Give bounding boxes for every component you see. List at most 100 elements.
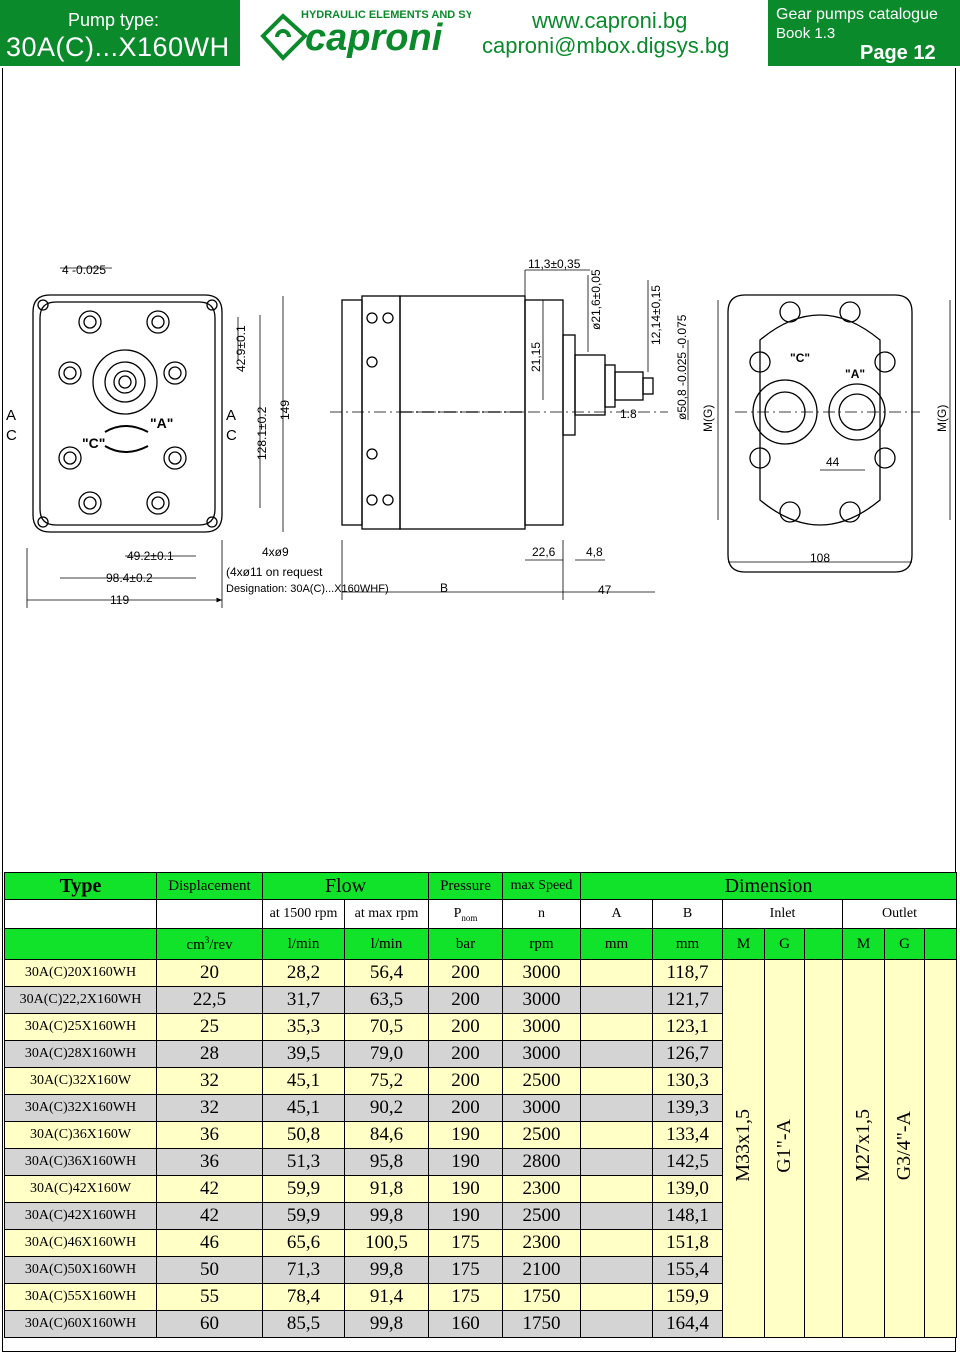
table-cell: 155,4: [652, 1256, 723, 1284]
table-cell: 91,4: [344, 1283, 429, 1311]
col-inlet: Inlet: [722, 899, 843, 929]
table-cell: 75,2: [344, 1067, 429, 1095]
table-cell: 79,0: [344, 1040, 429, 1068]
dim-mount-vertical: 128.1±0.2: [255, 406, 269, 460]
dim-flange-thickness: 22,6: [532, 545, 556, 559]
table-cell: [580, 1148, 653, 1176]
front-shaft-center: [118, 375, 132, 389]
dimension-outlet-m: M27x1,5: [842, 959, 885, 1338]
table-cell: 118,7: [652, 959, 723, 987]
table-cell: 63,5: [344, 986, 429, 1014]
col-n: n: [502, 899, 581, 929]
dimension-spacer: [804, 959, 843, 1338]
email-link[interactable]: caproni@mbox.digsys.bg: [482, 33, 730, 58]
table-cell: 133,4: [652, 1121, 723, 1149]
table-cell: [580, 1229, 653, 1257]
table-cell: 78,4: [262, 1283, 345, 1311]
page-number: Page 12: [860, 42, 936, 64]
table-cell: 30A(C)22,2X160WH: [4, 986, 157, 1014]
table-cell: 200: [428, 1094, 503, 1122]
table-cell: 60: [156, 1310, 263, 1338]
website-link[interactable]: www.caproni.bg: [532, 8, 688, 33]
unit-speed: rpm: [502, 928, 581, 960]
table-cell: 2500: [502, 1067, 581, 1095]
table-cell: 200: [428, 1013, 503, 1041]
col-max-speed: max Speed: [502, 872, 581, 900]
table-cell: 25: [156, 1013, 263, 1041]
table-cell: [580, 1094, 653, 1122]
table-cell: 190: [428, 1202, 503, 1230]
side-rear-cover: [341, 299, 363, 526]
table-cell: 91,8: [344, 1175, 429, 1203]
table-cell: 159,9: [652, 1283, 723, 1311]
table-cell: 30A(C)42X160W: [4, 1175, 157, 1203]
dim-shaft-length: 21,15: [529, 342, 543, 372]
table-cell: 148,1: [652, 1202, 723, 1230]
table-cell: 1750: [502, 1310, 581, 1338]
col-a: A: [580, 899, 653, 929]
table-cell: 175: [428, 1283, 503, 1311]
unit-b: mm: [652, 928, 723, 960]
table-cell: 30A(C)42X160WH: [4, 1202, 157, 1230]
dim-inlet-thread: M(G): [701, 405, 715, 432]
rotation-a-label: "A": [150, 415, 173, 431]
col-type: Type: [4, 872, 157, 900]
header-pump-type-box: Pump type: 30A(C)...X160WH: [0, 0, 240, 66]
unit-inlet-g: G: [764, 928, 805, 960]
table-cell: 42: [156, 1175, 263, 1203]
table-cell: 30A(C)55X160WH: [4, 1283, 157, 1311]
col-flow-max: at max rpm: [344, 899, 429, 929]
dim-port-spacing: 44: [826, 455, 840, 469]
unit-displacement: cm3/rev: [156, 928, 263, 960]
table-cell: 30A(C)36X160W: [4, 1121, 157, 1149]
table-cell: 71,3: [262, 1256, 345, 1284]
dim-taper: 1:8: [620, 407, 637, 421]
table-header-row-1: Type Displacement Flow Pressure max Spee…: [4, 872, 957, 900]
table-cell: 30A(C)36X160WH: [4, 1148, 157, 1176]
unit-outlet-g: G: [884, 928, 925, 960]
table-cell: 30A(C)50X160WH: [4, 1256, 157, 1284]
table-cell: 160: [428, 1310, 503, 1338]
mount-hole: [37, 299, 49, 311]
dim-bolt-vertical: 42.9±0.1: [234, 325, 248, 372]
caproni-logo-graphic: HYDRAULIC ELEMENTS AND SYSTEMS caproni: [260, 9, 471, 61]
dim-pilot-diameter: ø50,8 -0.025 -0.075: [675, 314, 689, 420]
table-cell: 190: [428, 1121, 503, 1149]
table-cell: 90,2: [344, 1094, 429, 1122]
table-cell: 50: [156, 1256, 263, 1284]
table-cell: 139,0: [652, 1175, 723, 1203]
table-cell: 126,7: [652, 1040, 723, 1068]
table-cell: 32: [156, 1094, 263, 1122]
table-cell: 95,8: [344, 1148, 429, 1176]
logo-inner-curve: [275, 29, 291, 38]
table-cell: 59,9: [262, 1202, 345, 1230]
specification-table: Type Displacement Flow Pressure max Spee…: [4, 872, 957, 1338]
technical-drawing: 4 -0.025 11,3±0,35 ø21,6±0,05 12,14±0,15…: [6, 257, 951, 608]
logo-name: caproni: [305, 17, 444, 59]
table-cell: 30A(C)32X160W: [4, 1067, 157, 1095]
side-view: [330, 295, 668, 530]
table-cell: 164,4: [652, 1310, 723, 1338]
table-cell: 151,8: [652, 1229, 723, 1257]
table-cell: [580, 1256, 653, 1284]
table-cell: 190: [428, 1148, 503, 1176]
pump-model: 30A(C)...X160WH: [6, 32, 230, 62]
col-b: B: [652, 899, 723, 929]
unit-flow-1: l/min: [262, 928, 345, 960]
dim-pilot-length: 4,8: [586, 545, 603, 559]
table-cell: 85,5: [262, 1310, 345, 1338]
dim-keyway: 4 -0.025: [62, 263, 106, 277]
table-cell: 2800: [502, 1148, 581, 1176]
logo-diamond-mark: [260, 13, 308, 61]
dim-key-position: 12,14±0,15: [649, 285, 663, 345]
table-cell: 3000: [502, 1094, 581, 1122]
dimension-spacer: [924, 959, 957, 1338]
table-cell: 59,9: [262, 1175, 345, 1203]
